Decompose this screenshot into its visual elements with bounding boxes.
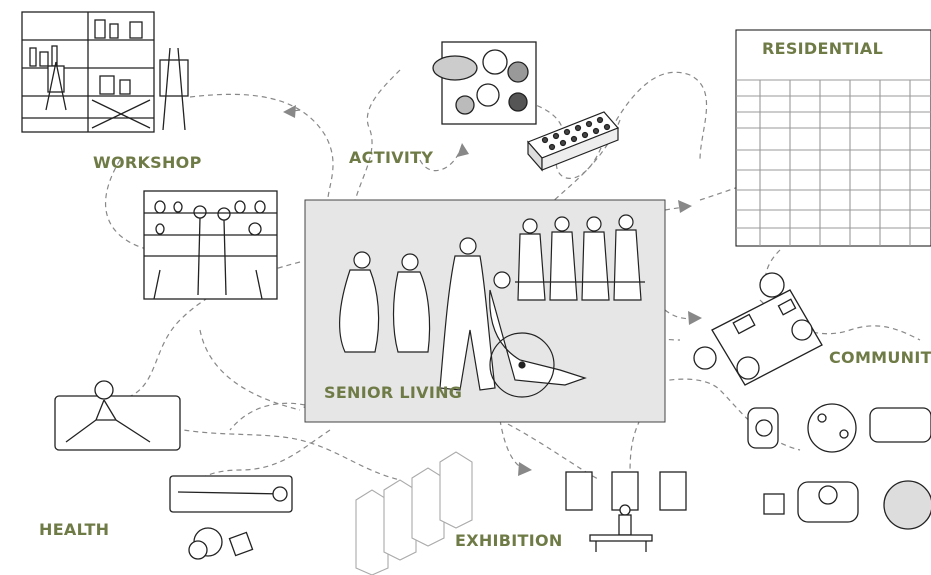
massage-bed-icon [169, 475, 293, 560]
pottery-shelf-icon [143, 190, 278, 300]
workshop-label: WORKSHOP [93, 153, 202, 172]
bookshelf-easel-icon [21, 11, 189, 133]
gallery-wall-icon [565, 471, 687, 552]
display-pedestals-icon [355, 451, 473, 575]
senior-living-label: SENIOR LIVING [324, 383, 463, 402]
seedling-tray-icon [526, 111, 620, 172]
meeting-table-icon [693, 272, 823, 386]
yoga-mat-icon [54, 380, 181, 451]
building-facade-icon [735, 29, 931, 247]
health-label: HEALTH [39, 520, 110, 539]
seniors-group-icon [338, 214, 645, 398]
exhibition-label: EXHIBITION [455, 531, 563, 550]
planter-table-icon [432, 41, 537, 125]
activity-label: ACTIVITY [349, 148, 434, 167]
round-table-icon [747, 403, 931, 530]
residential-label: RESIDENTIAL [762, 39, 884, 58]
community-label: COMMUNIT [829, 348, 931, 367]
